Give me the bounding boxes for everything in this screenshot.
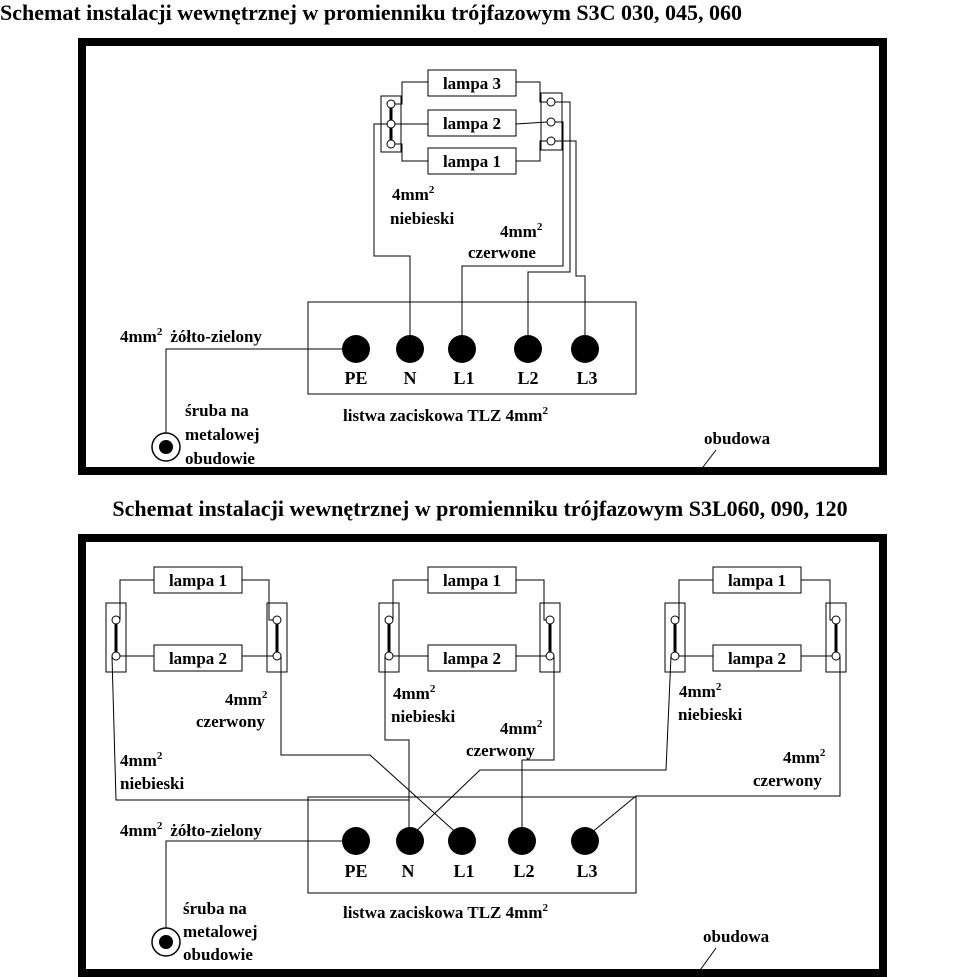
diagram2-wire-c-size: 4mm2 — [393, 683, 436, 703]
diagram1-blue-wire-size: 4mm2 — [392, 184, 435, 204]
diagram2-housing-frame — [78, 534, 887, 977]
diagram1-screw-line1: śruba na — [185, 401, 249, 420]
diagram1-screw-line3: obudowie — [185, 449, 255, 468]
terminal-l2-label: L2 — [517, 368, 538, 388]
diagram2-housing-label: obudowa — [703, 927, 770, 946]
lamp-1-label: lampa 1 — [443, 152, 501, 171]
lamp-b1-label: lampa 1 — [443, 571, 501, 590]
diagram2-lamp-group-a: lampa 1 lampa 2 — [105, 566, 288, 673]
diagram2-wire-e-color: niebieski — [678, 705, 743, 724]
lamp-a2-label: lampa 2 — [169, 649, 227, 668]
diagram1-housing-label: obudowa — [704, 429, 771, 448]
terminal-l2-label: L2 — [513, 861, 534, 881]
diagram2-wire-f-size: 4mm2 — [783, 747, 826, 767]
diagram2-wire-e-size: 4mm2 — [679, 681, 722, 701]
terminal-n — [396, 335, 424, 363]
diagram1-title: Schemat instalacji wewnętrznej w promien… — [0, 0, 742, 25]
diagram1-housing-pointer — [699, 449, 717, 472]
diagram1-red-wire-color: czerwone — [468, 243, 536, 262]
diagram2-terminal-strip — [307, 796, 637, 894]
diagram1-blue-wire-color: niebieski — [390, 209, 455, 228]
lamp-a1-label: lampa 1 — [169, 571, 227, 590]
terminal-pe — [342, 827, 370, 855]
diagram2-wire-f-color: czerwony — [753, 771, 822, 790]
terminal-pe-label: PE — [344, 368, 367, 388]
diagram1-lamp-wiring — [395, 81, 548, 162]
diagram1-terminal-strip — [307, 301, 637, 395]
terminal-l3 — [571, 827, 599, 855]
terminal-l1 — [448, 335, 476, 363]
diagram2-ground-wire — [165, 840, 342, 942]
diagram2-terminals: PE N L1 L2 L3 — [342, 827, 599, 881]
terminal-l2 — [508, 827, 536, 855]
lamp-a2-box — [153, 644, 243, 672]
diagram2-wire-b-color: niebieski — [120, 774, 185, 793]
terminal-l1 — [448, 827, 476, 855]
diagram2-title: Schemat instalacji wewnętrznej w promien… — [112, 496, 847, 521]
diagram2-wire-b-size: 4mm2 — [120, 750, 163, 770]
diagram1-screw-line2: metalowej — [185, 425, 260, 444]
terminal-l3-label: L3 — [576, 861, 597, 881]
diagram1-housing-frame — [78, 38, 887, 475]
terminal-pe — [342, 335, 370, 363]
lamp-2-label: lampa 2 — [443, 114, 501, 133]
lamp-3-box — [427, 69, 517, 97]
diagram2-terminal-strip-label: listwa zaciskowa TLZ 4mm2 — [343, 902, 548, 922]
terminal-n-label: N — [404, 368, 417, 388]
diagram2-screw-line3: obudowie — [183, 945, 253, 964]
diagram2-screw-line2: metalowej — [183, 922, 258, 941]
lamp-3-label: lampa 3 — [443, 74, 501, 93]
lamp-c2-label: lampa 2 — [728, 649, 786, 668]
lamp-c1-label: lampa 1 — [728, 571, 786, 590]
terminal-n — [396, 827, 424, 855]
diagram2-wire-a-color: czerwony — [196, 712, 265, 731]
terminal-l3-label: L3 — [576, 368, 597, 388]
terminal-l3 — [571, 335, 599, 363]
diagram2-wire-d-color: czerwony — [466, 741, 535, 760]
diagram2-wire-c-color: niebieski — [391, 707, 456, 726]
lamp-c2-box — [712, 644, 802, 672]
diagram1-terminal-strip-label: listwa zaciskowa TLZ 4mm2 — [343, 405, 548, 425]
terminal-l1-label: L1 — [453, 368, 474, 388]
diagram1-red-wire-size: 4mm2 — [500, 221, 543, 241]
diagram2-wire-a-size: 4mm2 — [225, 689, 268, 709]
terminal-n-label: N — [402, 861, 415, 881]
lamp-2-box — [427, 109, 517, 137]
diagram1-feed-wires — [373, 101, 586, 340]
diagram1-lamps: lampa 3 lampa 2 lampa 1 — [427, 69, 517, 175]
lamp-b2-box — [427, 644, 517, 672]
lamp-b2-label: lampa 2 — [443, 649, 501, 668]
diagram1-ground-wire — [165, 348, 342, 447]
diagram2-wire-d-size: 4mm2 — [500, 718, 543, 738]
terminal-pe-label: PE — [344, 861, 367, 881]
terminal-l1-label: L1 — [453, 861, 474, 881]
diagram1-terminals: PE N L1 L2 L3 — [342, 335, 599, 388]
diagram2-lamp-group-b: lampa 1 lampa 2 — [378, 566, 561, 673]
diagram2-housing-pointer — [697, 947, 717, 974]
terminal-l2 — [514, 335, 542, 363]
diagram2-lamp-group-c: lampa 1 lampa 2 — [664, 566, 847, 673]
diagram2-screw-line1: śruba na — [183, 899, 247, 918]
